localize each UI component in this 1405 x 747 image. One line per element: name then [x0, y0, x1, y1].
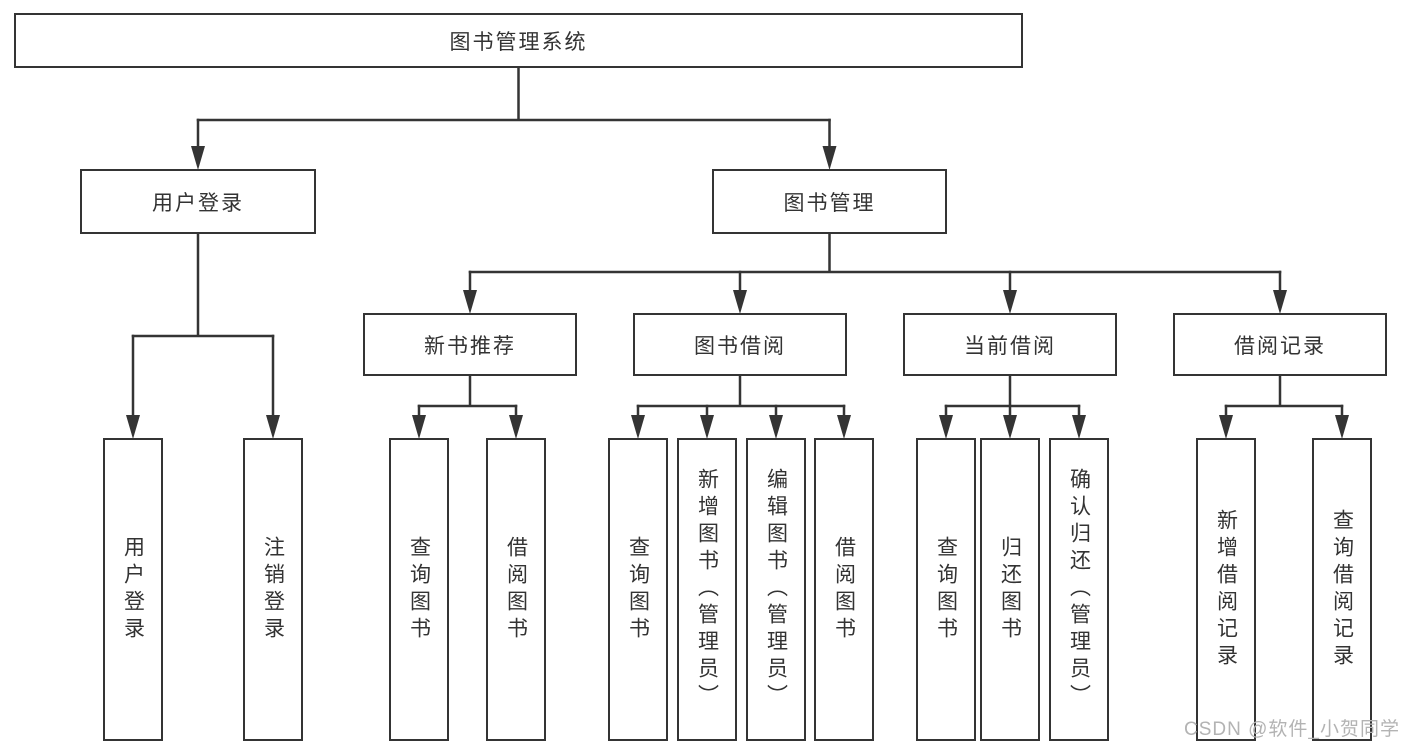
leaf-query-books-recommend: 查询图书 — [389, 438, 449, 741]
leaf-confirm-return-admin: 确认归还（管理员） — [1049, 438, 1109, 741]
leaf-query-books-current: 查询图书 — [916, 438, 976, 741]
node-user-login: 用户登录 — [80, 169, 316, 234]
leaf-logout-login: 注销登录 — [243, 438, 303, 741]
leaf-edit-books-admin: 编辑图书（管理员） — [746, 438, 806, 741]
node-root-system: 图书管理系统 — [14, 13, 1023, 68]
leaf-user-login: 用户登录 — [103, 438, 163, 741]
node-book-borrowing: 图书借阅 — [633, 313, 847, 376]
node-new-book-recommend: 新书推荐 — [363, 313, 577, 376]
watermark-text: CSDN @软件_小贺同学 — [1184, 719, 1400, 740]
leaf-borrow-books: 借阅图书 — [814, 438, 874, 741]
leaf-query-books-borrowing: 查询图书 — [608, 438, 668, 741]
leaf-return-books: 归还图书 — [980, 438, 1040, 741]
node-book-management: 图书管理 — [712, 169, 947, 234]
leaf-add-borrow-record: 新增借阅记录 — [1196, 438, 1256, 741]
leaf-add-books-admin: 新增图书（管理员） — [677, 438, 737, 741]
node-current-borrowing: 当前借阅 — [903, 313, 1117, 376]
leaf-borrow-books-recommend: 借阅图书 — [486, 438, 546, 741]
node-borrowing-records: 借阅记录 — [1173, 313, 1387, 376]
leaf-query-borrow-record: 查询借阅记录 — [1312, 438, 1372, 741]
